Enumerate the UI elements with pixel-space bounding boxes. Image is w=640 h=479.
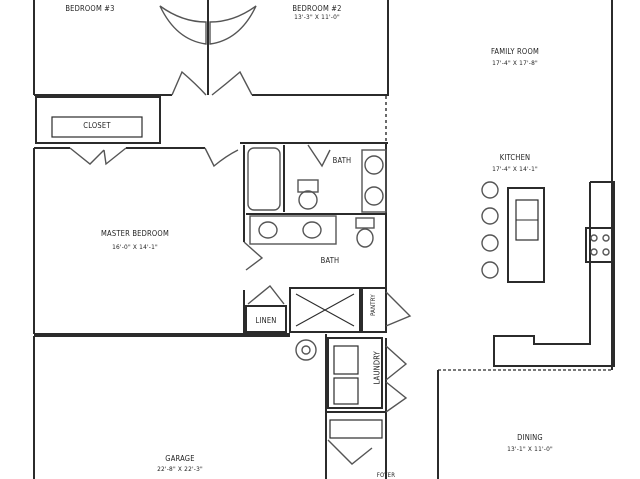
vanity-upper [361,149,387,213]
door-bedroom2 [211,70,253,96]
label-bath-lower: Bath [320,256,340,265]
stool-3 [481,234,499,252]
label-master-bedroom: Master Bedroom [101,229,169,238]
water-heater-core [301,345,311,355]
toilet-bowl [298,190,318,210]
dims-garage: 22'-8" x 22'-3" [157,465,203,473]
sink-upper-1 [364,155,384,175]
door-master-bath [243,241,264,271]
dims-dining: 13'-1" x 11'-0" [507,445,553,453]
toilet-lower-bowl [356,228,374,248]
kitchen-island [507,187,545,283]
closet-shelf [51,116,143,138]
stool-2 [481,207,499,225]
label-bedroom3: Bedroom #3 [65,4,115,13]
label-foyer: Foyer [376,472,396,479]
stool-4 [481,261,499,279]
label-linen: Linen [255,316,277,325]
label-dining: Dining [517,433,543,442]
closet-door-right [209,5,257,45]
washer [333,345,359,375]
bathtub [247,147,281,211]
label-family-room: Family Room [491,47,539,56]
stool-1 [481,181,499,199]
toilet-tank [297,179,319,193]
water-heater [295,339,317,361]
door-laundry-a [385,345,408,381]
burner-4 [602,248,610,256]
laundry-box [327,337,383,409]
dims-family-room: 17'-4" x 17'-8" [492,59,538,67]
door-master [204,147,239,168]
dryer [333,377,359,405]
shower-x2 [295,293,355,327]
dims-bedroom2: 13'-3" x 11'-0" [294,13,340,21]
foyer-closet [329,419,383,439]
label-laundry: Laundry [372,351,382,385]
toilet-lower-tank [355,217,375,229]
door-bedroom3 [171,70,207,96]
label-garage: Garage [165,454,195,463]
door-linen [247,285,285,305]
door-bath-upper [307,144,331,168]
sink-upper-2 [364,186,384,206]
shower-box [289,287,361,333]
burner-3 [590,248,598,256]
linen-closet-box [245,305,287,333]
door-garage [327,439,373,465]
pantry-box [361,287,387,333]
label-kitchen: Kitchen [499,153,531,162]
burner-1 [590,234,598,242]
label-pantry: Pantry [370,294,377,316]
vanity-lower [249,215,337,245]
closet-door-master-b [103,147,127,166]
sink-lower-2 [302,221,322,239]
label-bath-upper: Bath [332,156,352,165]
dims-kitchen: 17'-4" x 14'-1" [492,165,538,173]
burner-2 [602,234,610,242]
label-closet: Closet [83,121,111,130]
door-pantry [385,291,412,327]
label-bedroom2: Bedroom #2 [292,4,342,13]
dims-master-bedroom: 16'-0" x 14'-1" [112,243,158,251]
closet-door-master-a [69,147,105,165]
door-laundry-b [385,381,408,413]
kitchen-counter [493,181,615,367]
stove [585,227,615,263]
sink-lower-1 [258,221,278,239]
closet-box [35,96,161,144]
closet-door-left [159,5,207,45]
